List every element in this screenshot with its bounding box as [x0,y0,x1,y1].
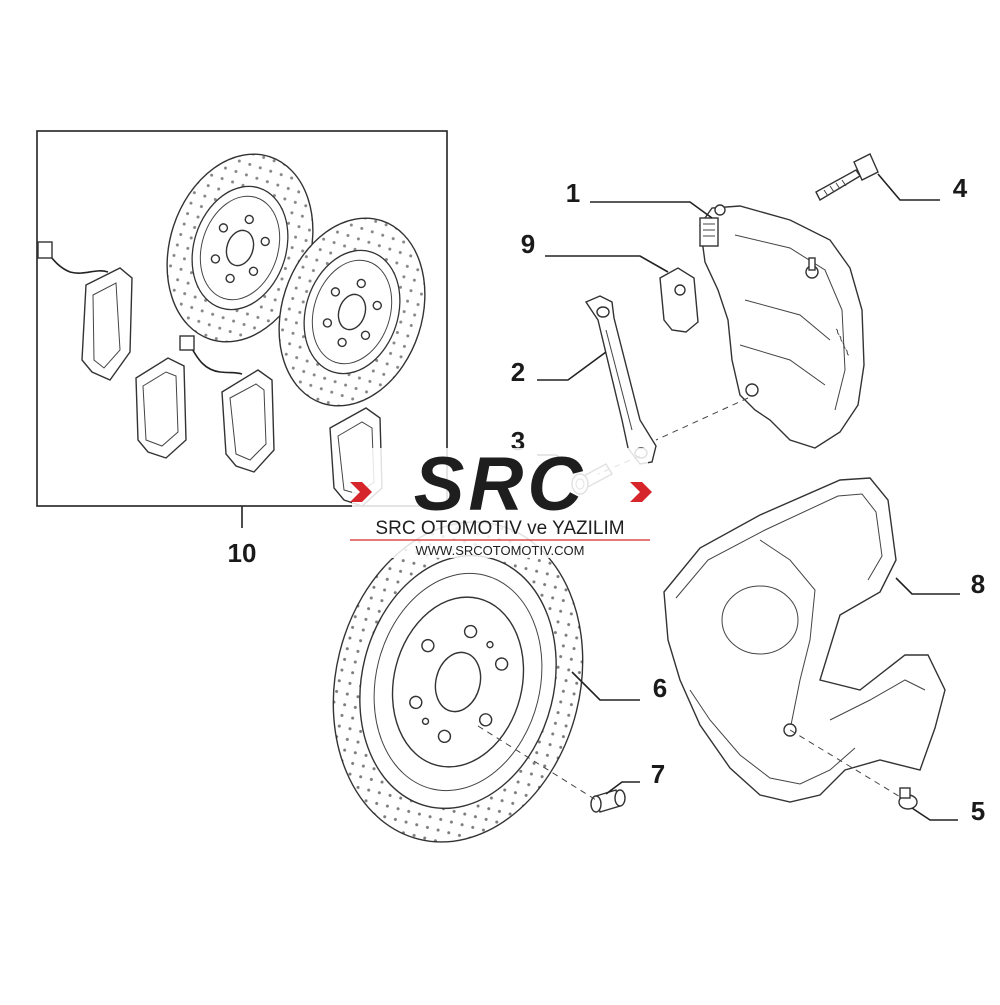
kit-brake-pad-with-sensor-1 [37,241,133,381]
kit-brake-pad-2 [135,357,187,459]
callout-1: 1 [566,178,580,208]
brake-disc [332,521,584,843]
callout-10: 10 [228,538,257,568]
shield-screw [898,787,918,810]
chevron-right-icon [630,482,652,502]
callout-8: 8 [971,569,985,599]
caliper-bracket [584,295,657,465]
kit-brake-disc-left [166,153,314,343]
brake-kit-box [36,130,448,528]
callout-9: 9 [521,229,535,259]
src-watermark: SRC SRC OTOMOTIV ve YAZILIM WWW.SRCOTOMO… [350,442,652,558]
watermark-company: SRC OTOMOTIV ve YAZILIM [375,518,624,539]
kit-brake-disc-right [278,217,426,407]
caliper-bolt-long [815,153,879,201]
kit-brake-pad-with-sensor-3 [179,335,275,473]
callout-4: 4 [953,173,968,203]
brake-caliper: ~~~~ [699,204,865,449]
callout-6: 6 [653,673,667,703]
watermark-website: WWW.SRCOTOMOTIV.COM [416,543,585,558]
brake-dust-shield [663,477,946,803]
callout-2: 2 [511,357,525,387]
callout-5: 5 [971,796,985,826]
callout-7: 7 [651,759,665,789]
caliper-shim-plate [659,267,699,333]
watermark-logo: SRC [414,442,586,527]
chevron-left-icon [350,482,372,502]
